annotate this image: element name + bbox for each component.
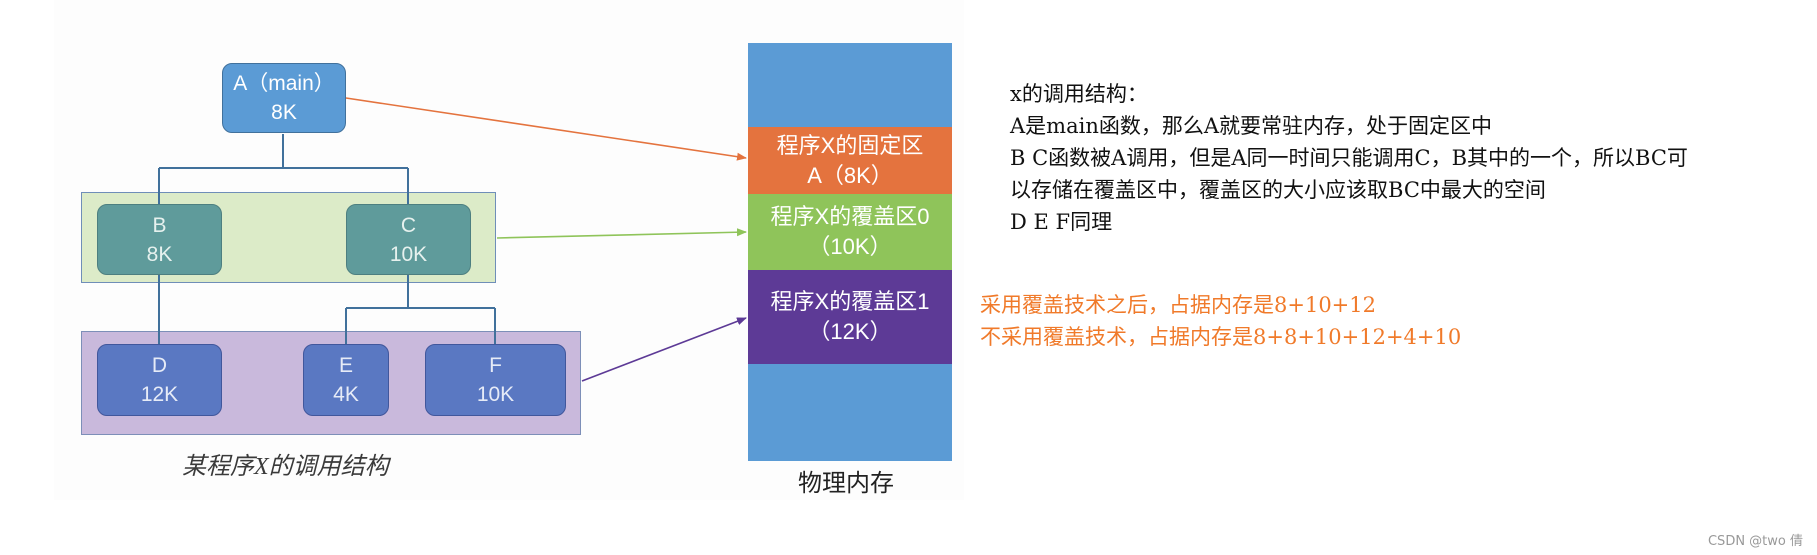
node-a-label: A（main） [233, 72, 335, 95]
tree-caption: 某程序X的调用结构 [182, 454, 389, 480]
memory-summary: 采用覆盖技术之后，占据内存是8+10+12 不采用覆盖技术，占据内存是8+8+1… [980, 289, 1461, 353]
memory-overlay-0: 程序X的覆盖区0 （10K） [748, 194, 952, 270]
memory-caption: 物理内存 [798, 471, 894, 497]
node-b-size: 8K [146, 242, 173, 266]
node-d-label: D [151, 354, 168, 377]
memory-overlay-0-size: （10K） [808, 234, 892, 259]
arrow-a-fixed [345, 97, 747, 161]
edge-c-ef [345, 275, 496, 344]
summary-without-overlay: 不采用覆盖技术，占据内存是8+8+10+12+4+10 [980, 325, 1462, 349]
node-e: E 4K [303, 344, 389, 416]
memory-fixed-area: 程序X的固定区 A（8K） [748, 127, 952, 194]
node-c: C 10K [346, 204, 471, 275]
edge-a-bc [158, 134, 409, 204]
notes-line: D E F同理 [1010, 210, 1113, 234]
node-c-label: C [400, 213, 417, 237]
memory-bottom-free [748, 364, 952, 461]
node-e-label: E [338, 354, 353, 377]
node-a: A（main） 8K [222, 63, 346, 133]
tree-edges [158, 134, 496, 344]
node-f-size: 10K [476, 383, 515, 406]
node-d-size: 12K [140, 383, 179, 406]
node-e-size: 4K [333, 383, 359, 406]
node-b-label: B [152, 213, 167, 237]
node-c-size: 10K [389, 242, 428, 266]
notes-line: 以存储在覆盖区中，覆盖区的大小应该取BC中最大的空间 [1010, 178, 1546, 202]
node-b: B 8K [97, 204, 222, 275]
notes-line: x的调用结构： [1010, 82, 1148, 106]
node-f-label: F [489, 354, 502, 377]
notes-line: A是main函数，那么A就要常驻内存，处于固定区中 [1010, 114, 1493, 138]
memory-overlay-1-size: （12K） [808, 319, 892, 344]
memory-top-free [748, 43, 952, 127]
memory-overlay-0-title: 程序X的覆盖区0 [770, 204, 930, 229]
notes-line: B C函数被A调用，但是A同一时间只能调用C，B其中的一个，所以BC可 [1010, 146, 1688, 170]
memory-fixed-size: A（8K） [807, 162, 893, 188]
summary-with-overlay: 采用覆盖技术之后，占据内存是8+10+12 [980, 293, 1376, 317]
node-f: F 10K [425, 344, 566, 416]
explanation-notes: x的调用结构： A是main函数，那么A就要常驻内存，处于固定区中 B C函数被… [1010, 78, 1688, 238]
arrow-bc-overlay0 [496, 228, 747, 239]
node-a-size: 8K [271, 101, 297, 124]
watermark: CSDN @two 倩 [1707, 534, 1803, 549]
memory-fixed-title: 程序X的固定区 [776, 132, 924, 158]
node-d: D 12K [97, 344, 222, 416]
memory-overlay-1: 程序X的覆盖区1 （12K） [748, 270, 952, 364]
memory-overlay-1-title: 程序X的覆盖区1 [770, 289, 930, 314]
arrow-def-overlay1 [581, 317, 747, 382]
